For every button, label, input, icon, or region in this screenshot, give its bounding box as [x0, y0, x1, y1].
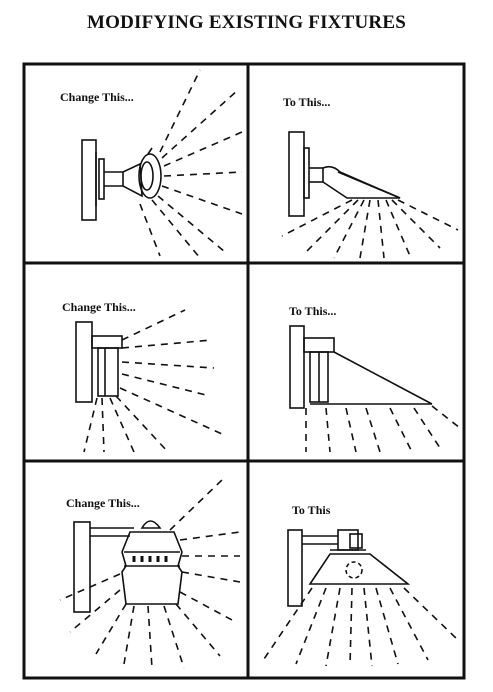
- panel-4-label: To This...: [289, 304, 337, 318]
- fixture-drawing-barn-lantern: [73, 520, 183, 613]
- page-title: MODIFYING EXISTING FIXTURES: [87, 12, 406, 33]
- panel-5-label: Change This...: [66, 496, 140, 510]
- light-rays-cone: [261, 587, 459, 667]
- panel-6-label: To This: [292, 503, 331, 517]
- panel-3-label: Change This...: [62, 300, 136, 314]
- fixture-drawing-wall-box: [75, 321, 123, 403]
- light-rays-barn-lantern: [59, 479, 241, 669]
- panel-1-label: Change This...: [60, 90, 134, 104]
- grid-border: [22, 62, 466, 680]
- fixture-drawing-full-cutoff-wedge: [289, 325, 433, 409]
- light-rays-dome: [139, 69, 243, 259]
- light-rays-wall-box: [83, 309, 223, 453]
- light-rays-shielded: [281, 199, 459, 259]
- fixture-drawing-shielded-cutoff: [288, 131, 401, 217]
- fixture-drawing-full-cutoff-cone: [287, 529, 411, 607]
- fixture-drawing-dome-wallpack: [81, 139, 162, 221]
- light-rays-wedge: [305, 405, 461, 453]
- panel-2-label: To This...: [283, 95, 331, 109]
